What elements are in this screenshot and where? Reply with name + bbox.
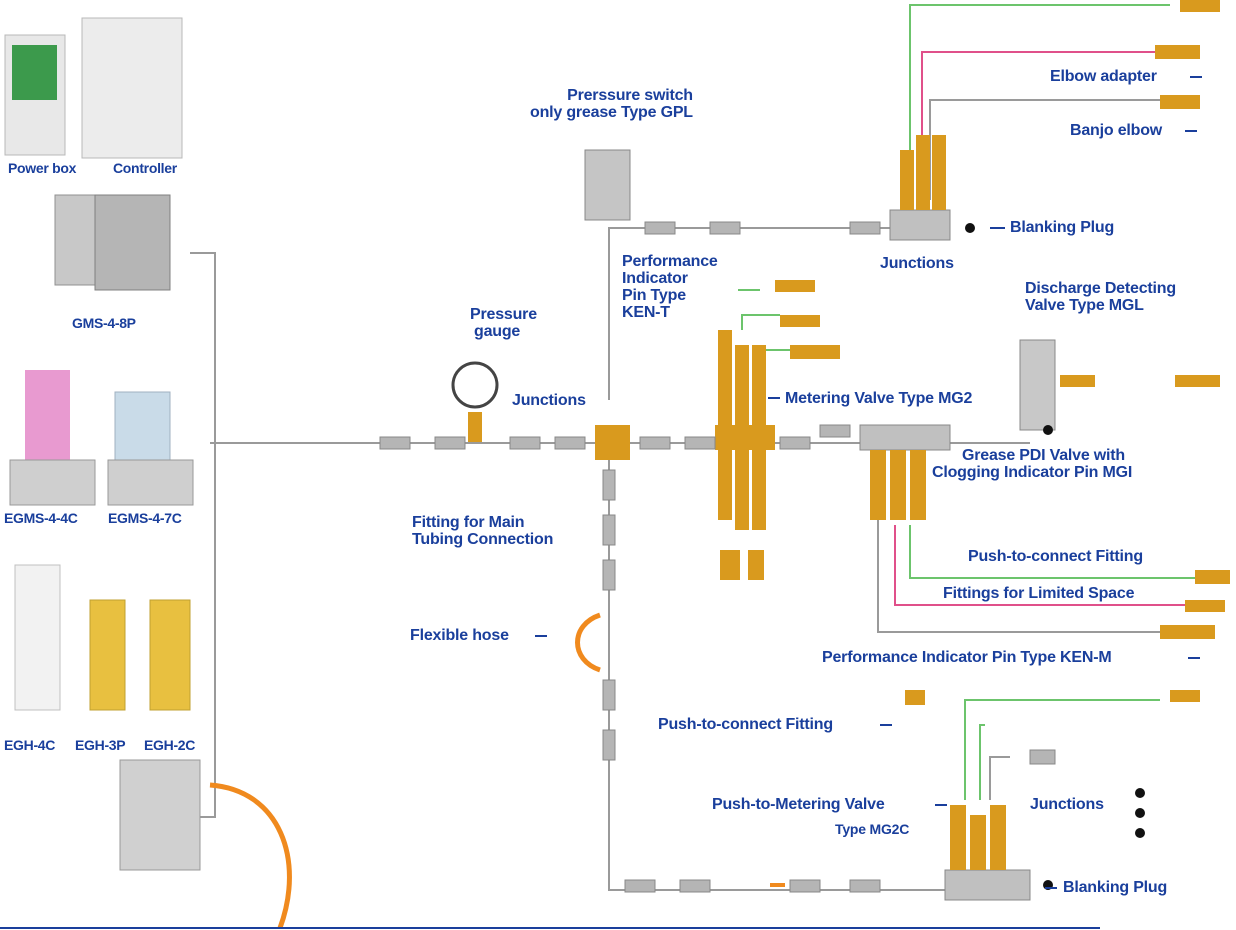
leader-push-bottom (880, 724, 892, 726)
mg2c-block (945, 870, 1030, 900)
green-line-mg2-2 (742, 315, 780, 330)
pin-type-line-3: Pin Type (622, 287, 718, 304)
discharge-line-1: Discharge Detecting (1025, 280, 1176, 297)
pin-type-ken-t-label: Performance Indicator Pin Type KEN-T (622, 253, 718, 321)
pressure-gauge-line-1: Pressure (470, 306, 537, 323)
pressure-switch-label: Prerssure switch only grease Type GPL (530, 87, 693, 121)
blanking-plug-bottom-label: Blanking Plug (1063, 879, 1167, 896)
egms7-shape (115, 392, 170, 462)
main-fitting-line-2: Tubing Connection (412, 531, 553, 548)
banjo-elbow-label: Banjo elbow (1070, 122, 1162, 139)
power-box-label: Power box (8, 160, 76, 176)
egms7-label: EGMS-4-7C (108, 510, 182, 526)
main-fitting-line-1: Fitting for Main (412, 514, 553, 531)
bottom-gray-top (990, 757, 1010, 800)
pump-bracket-line (190, 253, 215, 817)
green-line-bottom-1 (965, 700, 1160, 800)
discharge-line-2: Valve Type MGL (1025, 297, 1176, 314)
pressure-switch-line-1: Prerssure switch (530, 87, 693, 104)
controller-shape (82, 18, 182, 158)
pdi-line-1: Grease PDI Valve with (932, 447, 1132, 464)
leader-blanking-top (990, 227, 1005, 229)
junction-block-mid (595, 425, 630, 460)
junctions-top-label: Junctions (880, 255, 954, 272)
pin-type-line-4: KEN-T (622, 304, 718, 321)
pressure-gauge-shape (453, 363, 497, 407)
mg2c-type-label: Type MG2C (835, 821, 909, 838)
orange-arc (210, 785, 289, 928)
flexible-hose-shape (578, 615, 601, 670)
push-fitting-bottom-label: Push-to-connect Fitting (658, 716, 833, 733)
leader-elbow (1190, 76, 1202, 78)
push-metering-label: Push-to-Metering Valve (712, 796, 885, 813)
pdi-valve-label: Grease PDI Valve with Clogging Indicator… (932, 447, 1132, 481)
egh4-shape (15, 565, 60, 710)
leader-ken-m (1188, 657, 1200, 659)
egh2-label: EGH-2C (144, 737, 195, 753)
pin-type-line-2: Indicator (622, 270, 718, 287)
flexible-hose-label: Flexible hose (410, 627, 509, 644)
pdi-line-2: Clogging Indicator Pin MGI (932, 464, 1132, 481)
mg2-manifold (715, 425, 775, 450)
egms4-shape (25, 370, 70, 460)
junctions-bottom-label: Junctions (1030, 796, 1104, 813)
top-junction-block (890, 210, 950, 240)
green-line-top (910, 5, 1170, 200)
egh4-label: EGH-4C (4, 737, 55, 753)
controller-label: Controller (113, 160, 177, 176)
green-line-bottom-2 (980, 725, 985, 800)
egh2-shape (150, 600, 190, 710)
leader-banjo (1185, 130, 1197, 132)
gms-label: GMS-4-8P (72, 315, 136, 331)
limited-space-label: Fittings for Limited Space (943, 585, 1134, 602)
pin-type-line-1: Performance (622, 253, 718, 270)
metering-valve-label: Metering Valve Type MG2 (785, 390, 972, 407)
egh3-shape (90, 600, 125, 710)
main-fitting-label: Fitting for Main Tubing Connection (412, 514, 553, 548)
pressure-gauge-line-2: gauge (470, 323, 537, 340)
pressure-switch-line-2: only grease Type GPL (530, 104, 693, 121)
ken-m-gray (878, 505, 1170, 632)
push-fitting-right-label: Push-to-connect Fitting (968, 548, 1143, 565)
leader-metering (768, 397, 780, 399)
elbow-adapter-label: Elbow adapter (1050, 68, 1157, 85)
grease-pump-shape (120, 760, 200, 870)
leader-blanking-bottom (1045, 887, 1057, 889)
egh3-label: EGH-3P (75, 737, 125, 753)
pressure-gauge-label: Pressure gauge (470, 306, 537, 340)
leader-flexible (535, 635, 547, 637)
ken-m-label: Performance Indicator Pin Type KEN-M (822, 649, 1111, 666)
discharge-detecting-label: Discharge Detecting Valve Type MGL (1025, 280, 1176, 314)
top-right-gray (930, 100, 1180, 200)
junctions-mid-label: Junctions (512, 392, 586, 409)
pressure-switch-shape (585, 150, 630, 220)
leader-push-metering (935, 804, 947, 806)
egms4-label: EGMS-4-4C (4, 510, 78, 526)
discharge-valve-shape (1020, 340, 1055, 430)
blanking-plug-top-label: Blanking Plug (1010, 219, 1114, 236)
